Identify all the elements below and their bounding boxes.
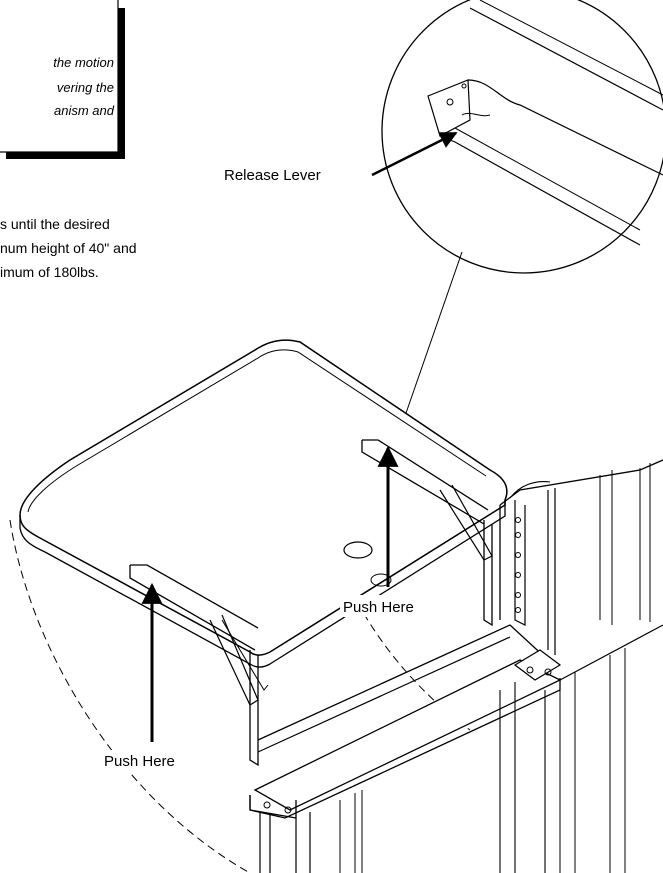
release-lever-arrow bbox=[371, 131, 458, 177]
left-bracket bbox=[129, 564, 269, 767]
push-here-right-label: Push Here bbox=[343, 599, 414, 616]
caution-box: the motion vering the anism and bbox=[0, 0, 125, 159]
push-here-left-label: Push Here bbox=[104, 753, 175, 770]
instruction-line-3: imum of 180lbs. bbox=[0, 264, 99, 280]
shelf bbox=[19, 339, 508, 668]
cabinet bbox=[249, 459, 663, 873]
detail-leader-line bbox=[404, 251, 463, 417]
instruction-line-2: num height of 40" and bbox=[0, 240, 137, 256]
caution-line-1: the motion bbox=[53, 55, 114, 70]
detail-magnifier bbox=[381, 0, 663, 274]
instruction-text: s until the desired num height of 40" an… bbox=[0, 216, 137, 280]
instruction-line-1: s until the desired bbox=[0, 216, 110, 232]
caution-line-3: anism and bbox=[54, 103, 115, 118]
caution-line-2: vering the bbox=[57, 80, 114, 95]
swing-arc-outer bbox=[9, 519, 251, 873]
release-lever-label: Release Lever bbox=[224, 167, 321, 184]
right-bracket bbox=[361, 439, 493, 627]
